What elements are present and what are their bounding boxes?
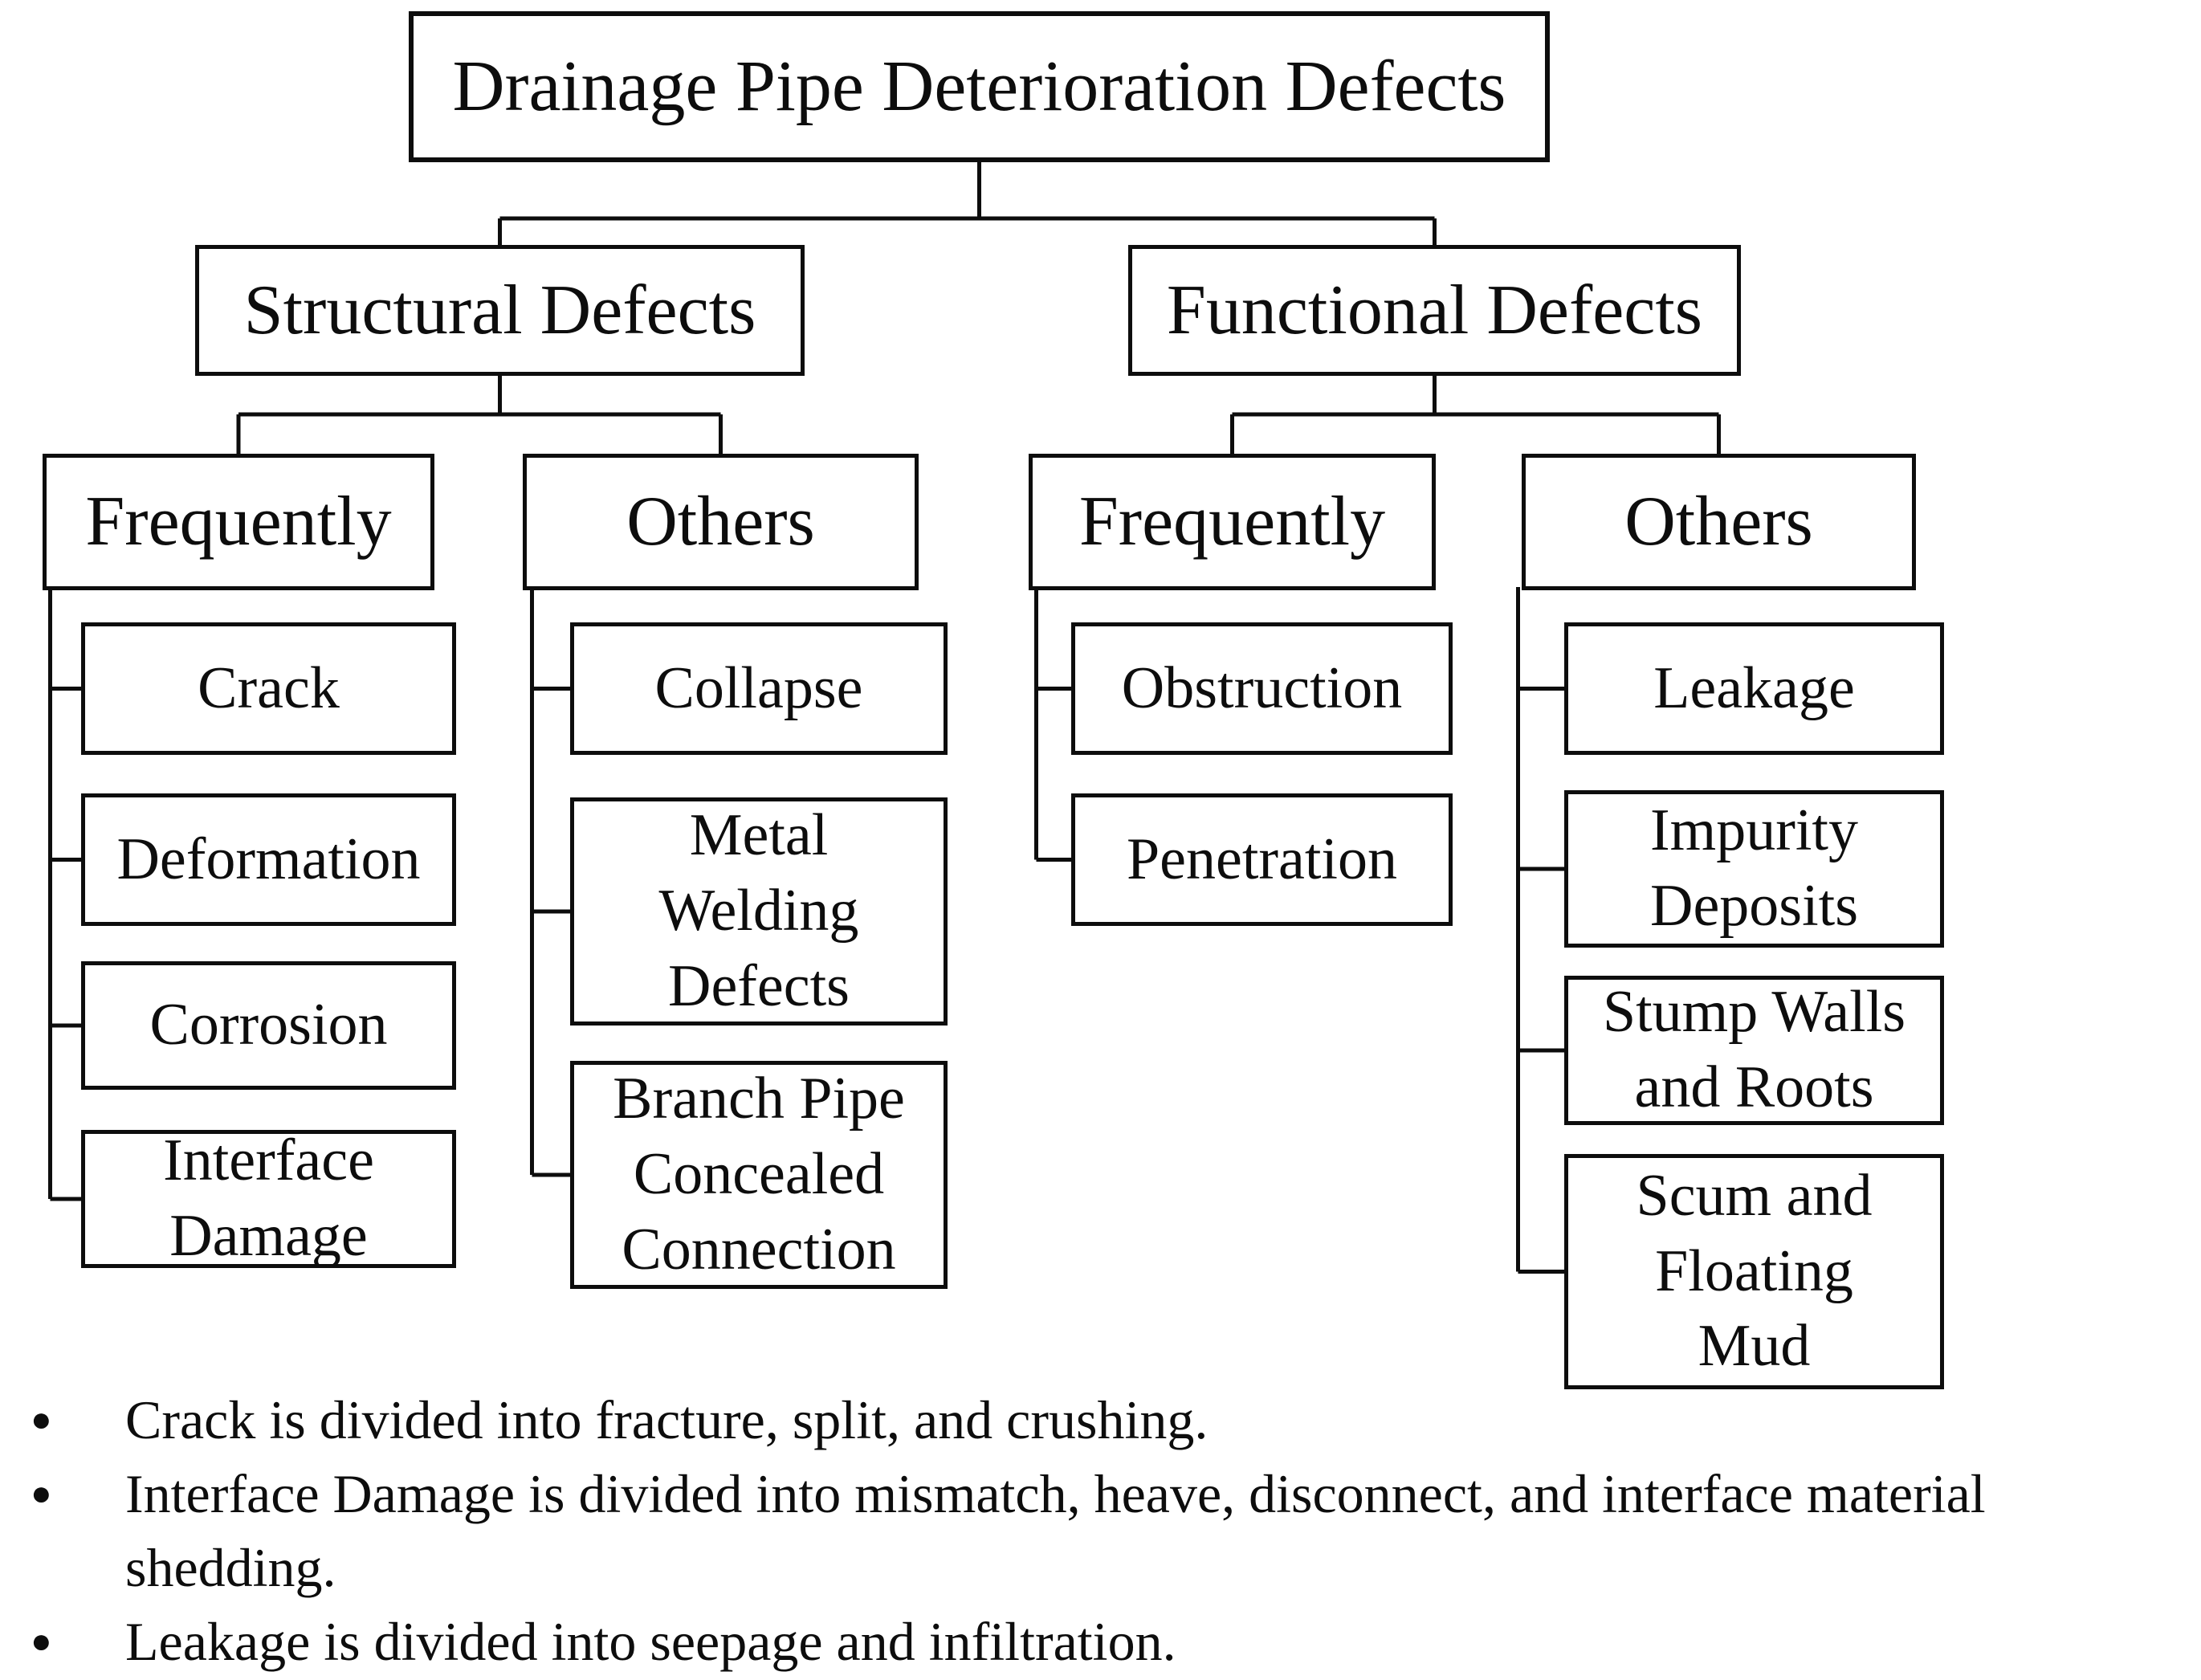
connector-structural-others-items bbox=[530, 587, 570, 1177]
note-item-crack: ● Crack is divided into fracture, split,… bbox=[22, 1383, 2184, 1457]
node-branch-pipe-concealed-connection: Branch Pipe Concealed Connection bbox=[570, 1061, 948, 1289]
node-leakage: Leakage bbox=[1564, 622, 1944, 755]
node-collapse: Collapse bbox=[570, 622, 948, 755]
node-structural-defects: Structural Defects bbox=[195, 245, 805, 376]
note-item-leakage: ● Leakage is divided into seepage and in… bbox=[22, 1605, 2184, 1678]
node-scum-and-floating-mud: Scum and Floating Mud bbox=[1564, 1154, 1944, 1389]
connector-functional-frequently-items bbox=[1034, 587, 1071, 862]
node-structural-others: Others bbox=[523, 454, 919, 590]
node-functional-frequently: Frequently bbox=[1029, 454, 1436, 590]
node-structural-frequently: Frequently bbox=[43, 454, 434, 590]
bullet-icon: ● bbox=[31, 1400, 52, 1439]
node-functional-others: Others bbox=[1522, 454, 1916, 590]
connector-functional-to-groups bbox=[1230, 371, 1721, 458]
node-obstruction: Obstruction bbox=[1071, 622, 1453, 755]
node-crack: Crack bbox=[81, 622, 456, 755]
note-text: Crack is divided into fracture, split, a… bbox=[125, 1389, 1209, 1450]
node-interface-damage: Interface Damage bbox=[81, 1127, 456, 1269]
node-root: Drainage Pipe Deterioration Defects bbox=[409, 11, 1550, 162]
node-penetration: Penetration bbox=[1071, 793, 1453, 926]
note-text: Interface Damage is divided into mismatc… bbox=[125, 1463, 1986, 1598]
connector-functional-others-items bbox=[1516, 587, 1564, 1274]
node-stump-walls-and-roots: Stump Walls and Roots bbox=[1564, 976, 1944, 1125]
node-deformation: Deformation bbox=[81, 793, 456, 926]
node-corrosion: Corrosion bbox=[81, 961, 456, 1090]
notes-list: ● Crack is divided into fracture, split,… bbox=[22, 1383, 2184, 1678]
bullet-icon: ● bbox=[31, 1474, 52, 1513]
node-impurity-deposits: Impurity Deposits bbox=[1564, 790, 1944, 948]
node-metal-welding-defects: Metal Welding Defects bbox=[570, 797, 948, 1026]
connector-structural-frequently-items bbox=[48, 587, 81, 1201]
note-text: Leakage is divided into seepage and infi… bbox=[125, 1611, 1176, 1672]
bullet-icon: ● bbox=[31, 1621, 52, 1661]
connector-root-to-branches bbox=[498, 157, 1437, 249]
connector-structural-to-groups bbox=[236, 371, 723, 458]
node-functional-defects: Functional Defects bbox=[1128, 245, 1741, 376]
note-item-interface-damage: ● Interface Damage is divided into misma… bbox=[22, 1457, 2184, 1605]
